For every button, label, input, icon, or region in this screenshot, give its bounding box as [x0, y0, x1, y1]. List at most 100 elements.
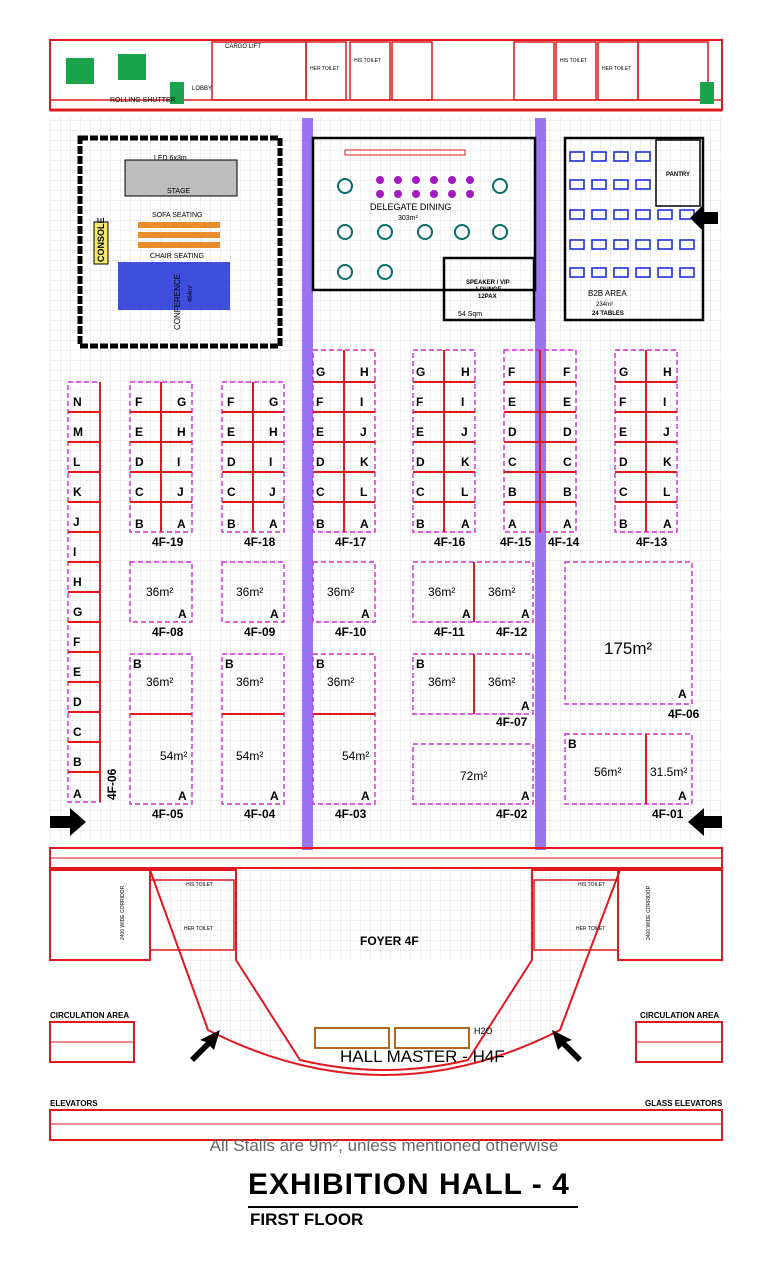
stall-letter: C	[508, 455, 517, 469]
stall-id: 4F-18	[244, 535, 276, 549]
stall-block-4f-16	[412, 349, 476, 533]
lounge-label-1: SPEAKER / VIP	[466, 280, 510, 286]
her-toilet-top-right: HER TOILET	[602, 66, 631, 72]
stall-letter: B	[563, 485, 572, 499]
stall-letter: H	[269, 425, 278, 439]
stall-letter: F	[227, 395, 234, 409]
stall-letter: J	[461, 425, 468, 439]
stall-id: 4F-07	[496, 715, 528, 729]
conference-label: CONFERENCE	[173, 274, 182, 330]
stall-letter: I	[461, 395, 464, 409]
stall-letter: K	[461, 455, 470, 469]
escalator-right	[635, 1021, 723, 1063]
stall-letter: D	[563, 425, 572, 439]
stall-letter: C	[135, 485, 144, 499]
his-toilet-top-right: HIS TOILET	[560, 58, 587, 64]
lobby-label: LOBBY	[192, 86, 212, 92]
stall-id: 4F-13	[636, 535, 668, 549]
stall-letter: F	[135, 395, 142, 409]
stall-letter: E	[227, 425, 235, 439]
stall-letter: F	[508, 365, 515, 379]
stall-letter: N	[73, 395, 82, 409]
stall-letter: A	[178, 607, 187, 621]
stall-letter: B	[316, 657, 325, 671]
her-toilet-lower-left: HER TOILET	[184, 926, 213, 932]
stall-letter: A	[361, 607, 370, 621]
stall-area: 36m²	[488, 675, 515, 689]
stall-letter: H	[663, 365, 672, 379]
stall-letter: I	[177, 455, 180, 469]
stall-area: 54m²	[342, 749, 369, 763]
stall-letter: B	[416, 657, 425, 671]
stall-block-4f-13	[614, 349, 678, 533]
console-label: CONSOLE	[96, 217, 106, 262]
her-toilet-lower-right: HER TOILET	[576, 926, 605, 932]
foyer-label: FOYER 4F	[360, 934, 419, 948]
stall-size-note: All Stalls are 9m², unless mentioned oth…	[209, 1136, 559, 1155]
escalator-left	[49, 1021, 135, 1063]
stall-letter: H	[73, 575, 82, 589]
exit-sign-icon	[700, 82, 714, 104]
entry-arrow-icon	[688, 808, 722, 836]
stall-letter: G	[619, 365, 628, 379]
stall-letter: G	[73, 605, 82, 619]
his-toilet-top-left: HIS TOILET	[354, 58, 381, 64]
stall-letter: B	[227, 517, 236, 531]
stall-letter: J	[663, 425, 670, 439]
stall-letter: E	[316, 425, 324, 439]
stall-letter: B	[619, 517, 628, 531]
stall-letter: A	[270, 789, 279, 803]
led-label: LED 6x3m	[154, 155, 187, 162]
stall-letter: F	[73, 635, 80, 649]
stall-area: 54m²	[236, 749, 263, 763]
glass-elevators-label: GLASS ELEVATORS	[645, 1099, 723, 1108]
stall-letter: D	[73, 695, 82, 709]
stall-letter: G	[316, 365, 325, 379]
stall-letter: I	[269, 455, 272, 469]
stall-letter: A	[663, 517, 672, 531]
stall-area: 56m²	[594, 765, 621, 779]
stall-letter: B	[135, 517, 144, 531]
stall-letter: I	[360, 395, 363, 409]
stall-letter: A	[269, 517, 278, 531]
stall-row-36	[129, 561, 693, 705]
left-service-block	[49, 869, 235, 961]
stall-letter: L	[360, 485, 367, 499]
stall-area: 36m²	[146, 585, 173, 599]
corridor-left-label: 2400 WIDE CORRIDOR	[120, 885, 126, 940]
stall-letter: G	[177, 395, 186, 409]
stall-letter: K	[360, 455, 369, 469]
stall-id: 4F-01	[652, 807, 684, 821]
stall-letter: J	[360, 425, 367, 439]
stall-letter: K	[663, 455, 672, 469]
stall-letter: J	[73, 515, 80, 529]
exit-sign-icon	[66, 58, 94, 84]
b2b-label: B2B AREA	[588, 289, 627, 298]
rolling-shutter-label: ROLLING SHUTTER	[110, 97, 176, 104]
b2b-tables	[569, 151, 695, 278]
stall-letter: A	[563, 517, 572, 531]
stall-letter: E	[416, 425, 424, 439]
exit-sign-icon	[118, 54, 146, 80]
entry-arrow-icon	[690, 204, 718, 232]
stall-letter: A	[508, 517, 517, 531]
lower-wall-band	[49, 847, 723, 869]
foyer-floor	[148, 869, 622, 1076]
stall-id: 4F-17	[335, 535, 367, 549]
stall-letter: A	[462, 607, 471, 621]
stall-area: 36m²	[428, 675, 455, 689]
foyer-grid	[236, 870, 532, 960]
stall-letter: A	[521, 789, 530, 803]
stall-letter: D	[316, 455, 325, 469]
stall-area: 54m²	[160, 749, 187, 763]
stall-id: 4F-14	[548, 535, 580, 549]
stall-id: 4F-19	[152, 535, 184, 549]
stall-area: 36m²	[236, 675, 263, 689]
stall-area: 36m²	[428, 585, 455, 599]
chair-seating-label: CHAIR SEATING	[150, 253, 204, 260]
stall-letter: B	[568, 737, 577, 751]
stall-letter: E	[73, 665, 81, 679]
stall-letter: F	[316, 395, 323, 409]
stall-block-4f-19	[129, 381, 193, 533]
